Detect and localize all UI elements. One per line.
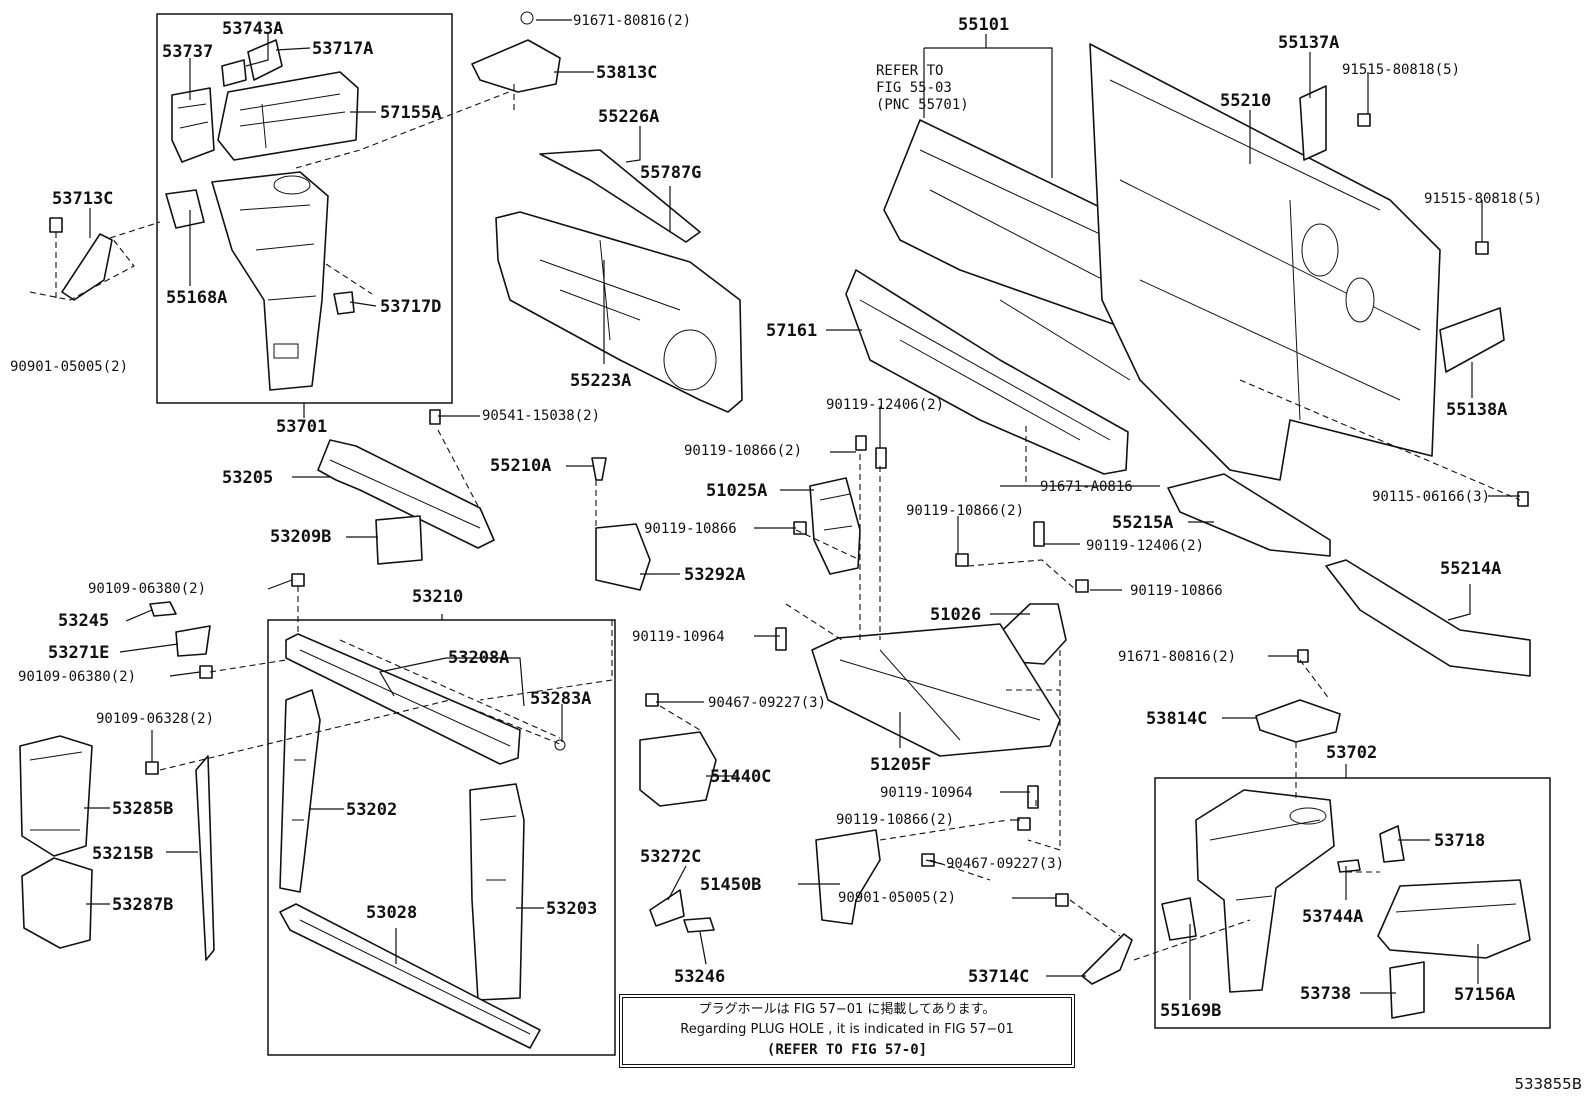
label-90119-10964-a: 90119-10964 [632,629,725,645]
label-53738: 53738 [1300,984,1351,1004]
part-shapes [19,11,1531,1049]
label-53814C: 53814C [1146,709,1207,729]
label-55787G: 55787G [640,163,701,183]
label-57155A: 57155A [380,103,441,123]
label-53292A: 53292A [684,565,745,585]
label-90119-10866-d: 90119-10866 [1130,583,1223,599]
label-90119-10866-c: 90119-10866(2) [906,503,1024,519]
label-90109-06380-a: 90109-06380(2) [88,581,206,597]
label-53209B: 53209B [270,527,331,547]
label-91671-80816-b: 91671-80816(2) [1118,649,1236,665]
note-refer: (REFER TO FIG 57-0] [766,1042,928,1058]
label-53744A: 53744A [1302,907,1363,927]
label-53717A: 53717A [312,39,373,59]
refer-note-line-2: FIG 55-03 [876,80,952,96]
label-90115-06166: 90115-06166(3) [1372,489,1490,505]
label-90119-10866-b: 90119-10866 [644,521,737,537]
label-53287B: 53287B [112,895,173,915]
label-51440C: 51440C [710,767,771,787]
label-53813C: 53813C [596,63,657,83]
label-55169B: 55169B [1160,1001,1221,1021]
label-53701: 53701 [276,417,327,437]
label-55101: 55101 [958,15,1009,35]
label-55137A: 55137A [1278,33,1339,53]
label-51026: 51026 [930,605,981,625]
label-91515-80818-a: 91515-80818(5) [1342,62,1460,78]
label-53743A: 53743A [222,19,283,39]
refer-note-line-3: (PNC 55701) [876,97,969,113]
label-53283A: 53283A [530,689,591,709]
group-box-53702 [1154,777,1551,1029]
label-90119-10866-e: 90119-10866(2) [836,812,954,828]
label-53713C: 53713C [52,189,113,209]
label-91671-80816-a: 91671-80816(2) [573,13,691,29]
label-90467-09227-b: 90467-09227(3) [946,856,1064,872]
label-53245: 53245 [58,611,109,631]
label-91515-80818-b: 91515-80818(5) [1424,191,1542,207]
label-55168A: 55168A [166,288,227,308]
label-53210: 53210 [412,587,463,607]
label-51450B: 51450B [700,875,761,895]
label-55226A: 55226A [598,107,659,127]
label-90119-12406-a: 90119-12406(2) [826,397,944,413]
label-55138A: 55138A [1446,400,1507,420]
label-53271E: 53271E [48,643,109,663]
diagram-reference-number: 533855B [1514,1075,1582,1093]
label-51205F: 51205F [870,755,931,775]
label-55210: 55210 [1220,91,1271,111]
note-english: Regarding PLUG HOLE , it is indicated in… [680,1022,1014,1037]
label-90901-05005-b: 90901-05005(2) [838,890,956,906]
label-53718: 53718 [1434,831,1485,851]
label-53215B: 53215B [92,844,153,864]
label-90467-09227-a: 90467-09227(3) [708,695,826,711]
part-labels: 53743A 53737 53717A 57155A 53713C 55168A… [10,13,1542,1021]
label-55214A: 55214A [1440,559,1501,579]
label-90119-10964-b: 90119-10964 [880,785,973,801]
label-53702: 53702 [1326,743,1377,763]
label-90119-12406-b: 90119-12406(2) [1086,538,1204,554]
label-53272C: 53272C [640,847,701,867]
label-90901-05005-a: 90901-05005(2) [10,359,128,375]
label-51025A: 51025A [706,481,767,501]
label-91671-A0816: 91671-A0816 [1040,479,1133,495]
label-53208A: 53208A [448,648,509,668]
dashed-lines [29,84,1521,961]
label-53246: 53246 [674,967,725,987]
label-90109-06328: 90109-06328(2) [96,711,214,727]
label-53285B: 53285B [112,799,173,819]
label-53202: 53202 [346,800,397,820]
label-53028: 53028 [366,903,417,923]
label-53717D: 53717D [380,297,441,317]
note-japanese: プラグホールは FIG 57−01 に掲載してあります。 [698,1002,996,1017]
label-53714C: 53714C [968,967,1029,987]
label-57156A: 57156A [1454,985,1515,1005]
label-55223A: 55223A [570,371,631,391]
label-53205: 53205 [222,468,273,488]
label-53203: 53203 [546,899,597,919]
label-90109-06380-b: 90109-06380(2) [18,669,136,685]
leader-lines [84,19,1520,1000]
label-90541-15038: 90541-15038(2) [482,408,600,424]
label-55210A: 55210A [490,456,551,476]
plug-hole-note: プラグホールは FIG 57−01 に掲載してあります。 Regarding P… [622,997,1072,1065]
refer-note-line-1: REFER TO [876,63,943,79]
label-55215A: 55215A [1112,513,1173,533]
label-53737: 53737 [162,42,213,62]
label-57161: 57161 [766,321,817,341]
label-90119-10866-a: 90119-10866(2) [684,443,802,459]
